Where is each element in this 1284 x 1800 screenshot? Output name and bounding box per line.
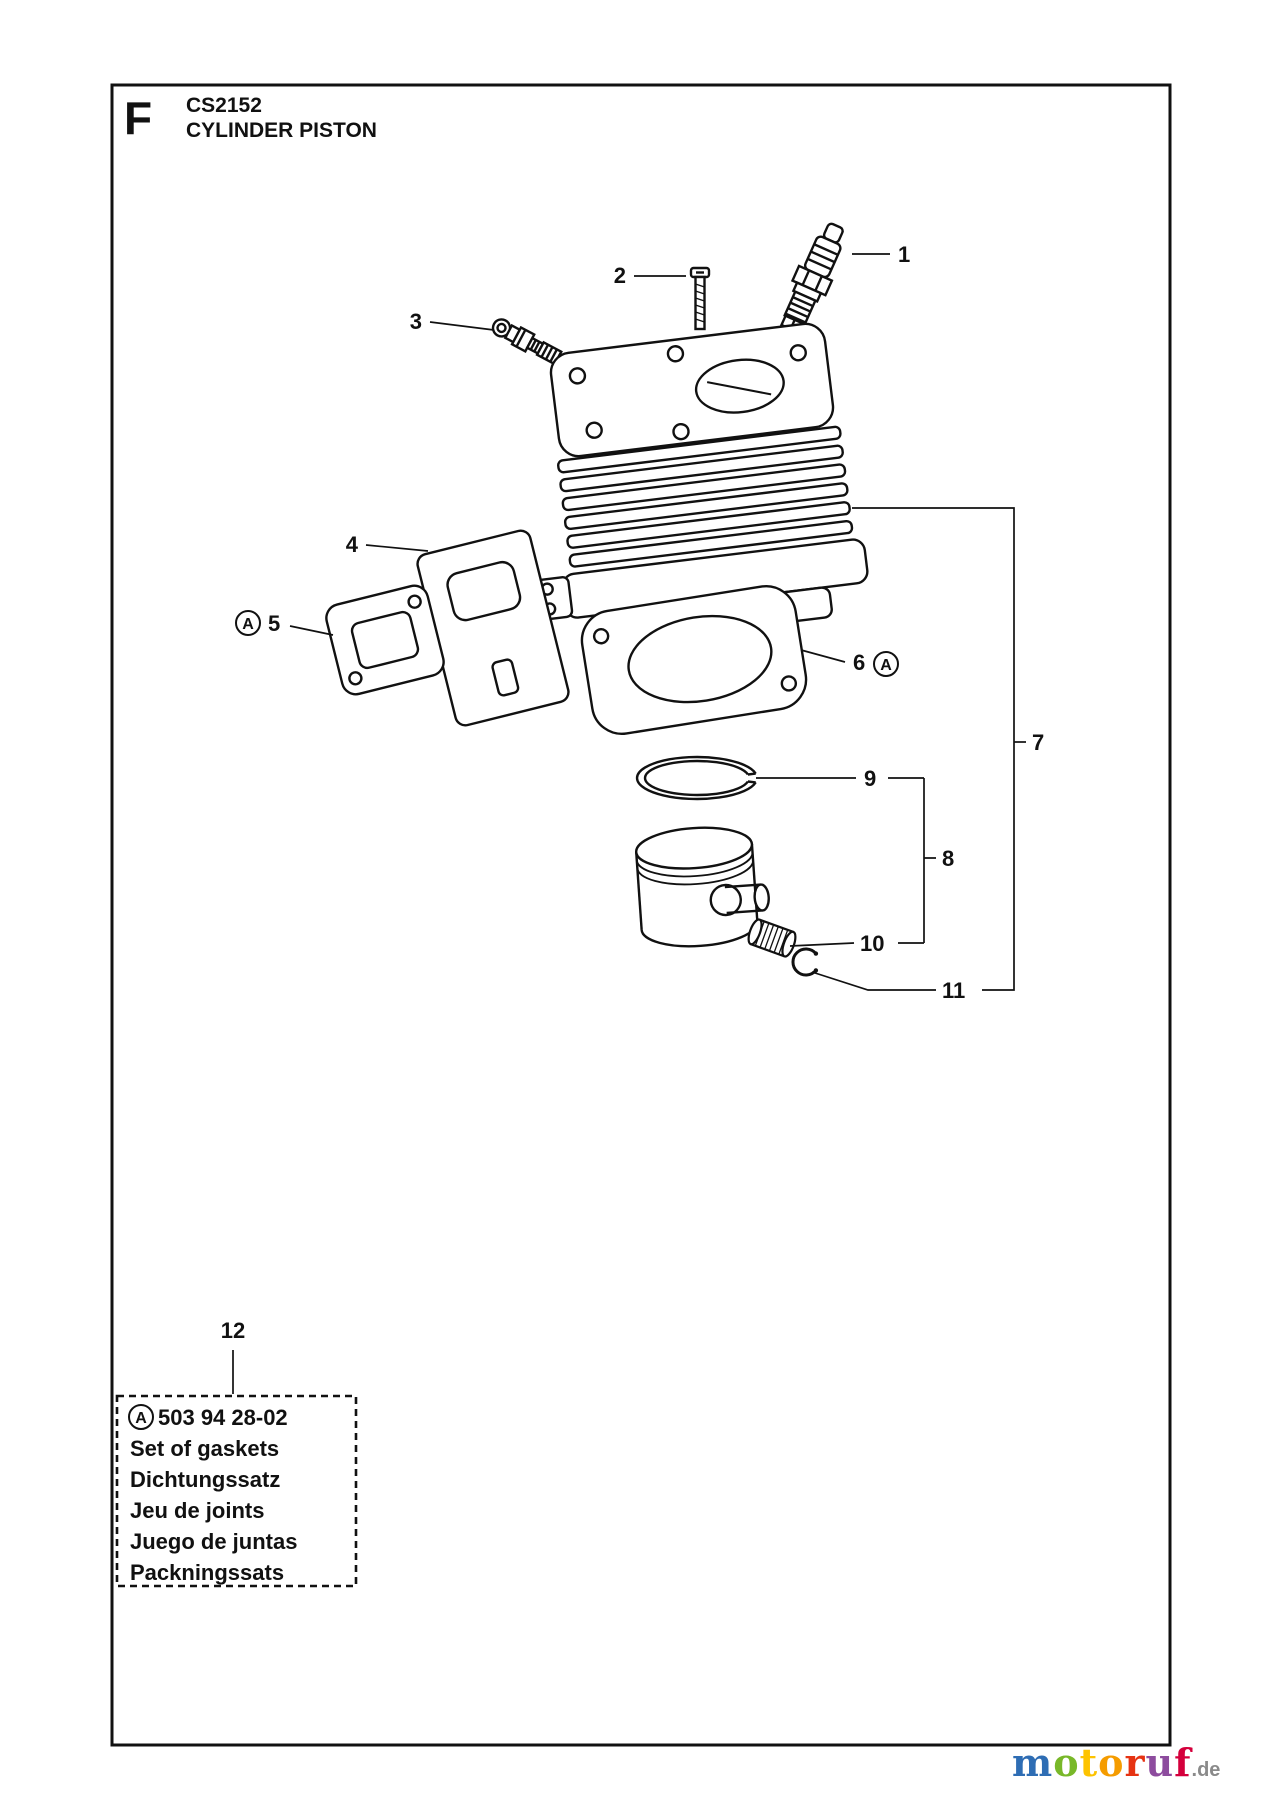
decompression-valve-part (491, 318, 567, 366)
callout-8: 8 (942, 846, 954, 871)
leader-line-4 (365, 544, 429, 552)
circled-a-letter-box: A (135, 1410, 147, 1427)
leader-line-6 (800, 649, 846, 663)
cylinder-part (523, 322, 869, 645)
diagram-title: CYLINDER PISTON (186, 119, 377, 142)
callout-10: 10 (860, 931, 884, 956)
watermark-suffix: .de (1191, 1759, 1221, 1781)
model-code: CS2152 (186, 94, 262, 117)
circled-a-marker-box (128, 1404, 154, 1430)
callout-7: 7 (1032, 730, 1044, 755)
spark-plug-part (779, 222, 844, 331)
watermark-letter: o (1053, 1740, 1080, 1785)
piston-part (634, 826, 770, 948)
cylinder-base-gasket-part (580, 584, 808, 736)
screw-part (689, 266, 711, 331)
motoruf-watermark-link[interactable]: motoruf.de (1012, 1740, 1220, 1785)
section-letter: F (124, 92, 152, 144)
circled-a-marker-5 (235, 610, 261, 636)
callout-1: 1 (898, 242, 910, 267)
callout-11: 11 (942, 978, 965, 1003)
circled-a-letter-5: A (242, 616, 254, 633)
gasket-label-fr: Jeu de joints (130, 1498, 264, 1523)
watermark-letter: o (1098, 1740, 1125, 1785)
gasket-label-de: Dichtungssatz (130, 1467, 280, 1492)
gasket-part-number: 503 94 28-02 (158, 1405, 288, 1430)
wrist-pin (753, 883, 770, 912)
callout-4: 4 (346, 532, 359, 557)
piston-ring-part (635, 755, 757, 801)
leader-line-5 (289, 625, 334, 636)
exhaust-gasket-part (325, 584, 445, 696)
watermark-letter: t (1079, 1740, 1099, 1785)
watermark-letter: u (1145, 1740, 1175, 1785)
gasket-set-box: A 503 94 28-02 Set of gaskets Dichtungss… (115, 1394, 358, 1588)
gasket-label-sv: Packningssats (130, 1560, 284, 1585)
callout-6: 6 (853, 650, 865, 675)
circled-a-marker-6 (873, 651, 899, 677)
wrist-pin-boss (709, 883, 742, 917)
needle-bearing-part (747, 918, 797, 958)
watermark-letter: m (1012, 1740, 1054, 1785)
leader-line-3 (429, 321, 495, 331)
callout-9: 9 (864, 766, 876, 791)
muffler-gasket-part (416, 529, 570, 727)
watermark-letter: r (1124, 1740, 1146, 1785)
leader-line-11 (811, 971, 936, 991)
page-frame-border (110, 83, 1172, 1747)
callout-3: 3 (410, 309, 422, 334)
watermark-letter: f (1174, 1740, 1192, 1785)
leader-line-10 (789, 942, 855, 947)
circled-a-letter-6: A (880, 657, 892, 674)
callout-5: 5 (268, 611, 280, 636)
callout-2: 2 (614, 263, 626, 288)
bracket-line-7 (852, 507, 1015, 991)
gasket-label-es: Juego de juntas (130, 1529, 297, 1554)
gasket-set-box-border (115, 1394, 358, 1588)
spark-plug-hole (694, 358, 785, 414)
gasket-label-en: Set of gaskets (130, 1436, 279, 1461)
callout-12: 12 (221, 1318, 245, 1343)
bracket-line-8 (923, 778, 936, 943)
circlip-part (791, 947, 819, 977)
